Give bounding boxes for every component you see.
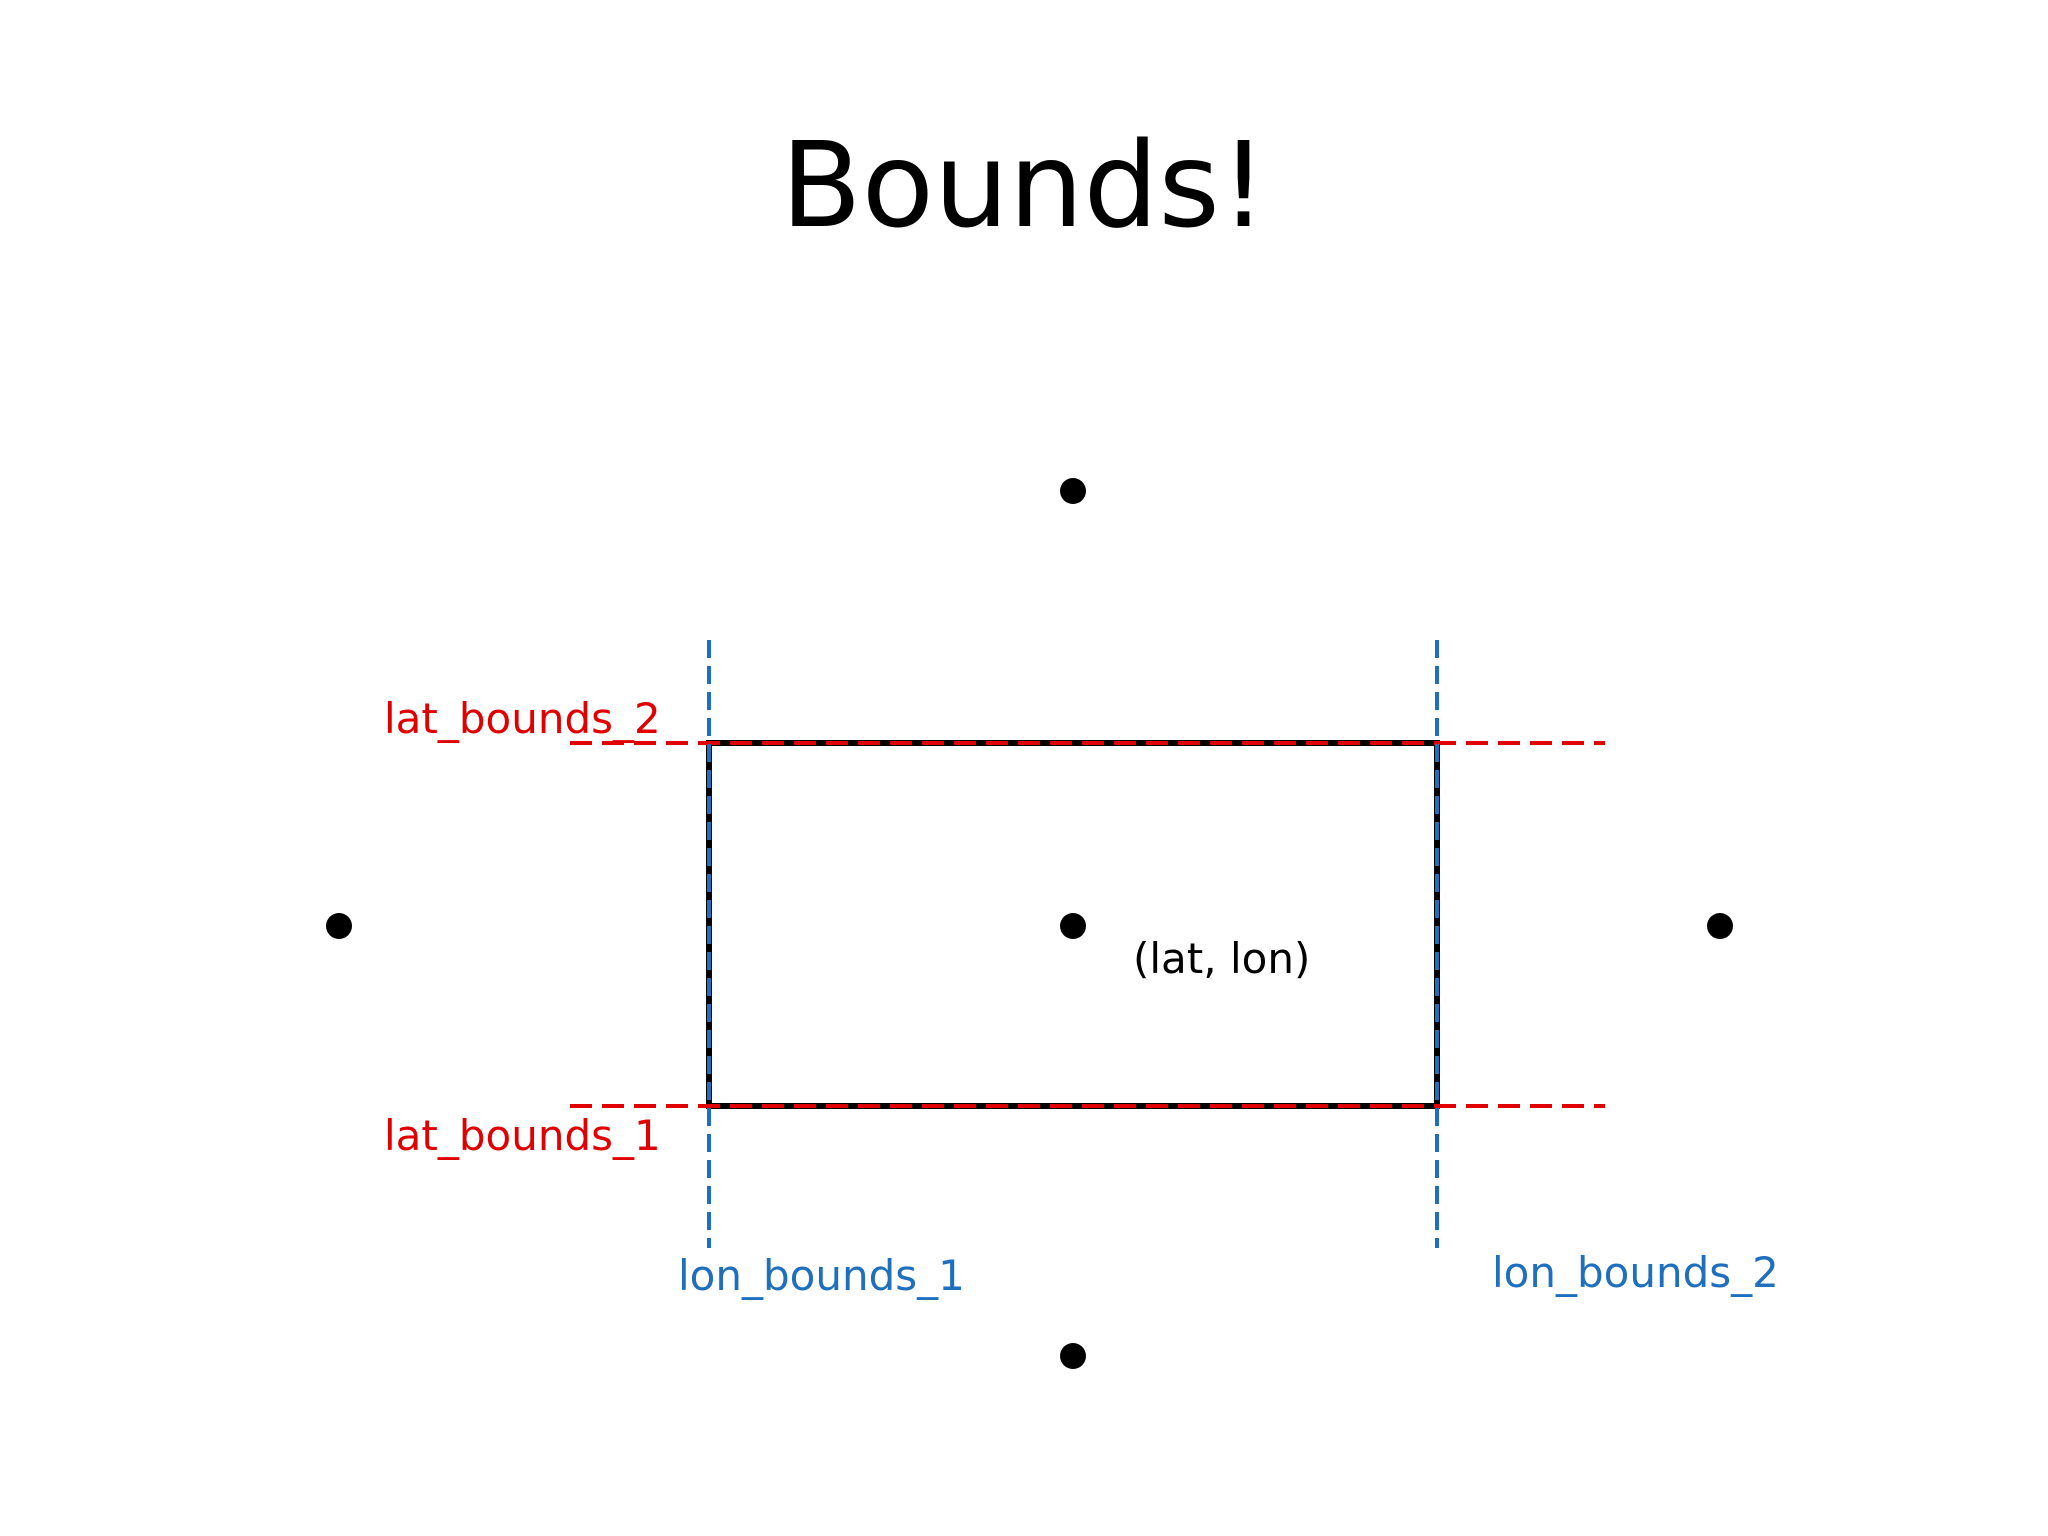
lat-bounds-1-label: lat_bounds_1 [384, 1111, 661, 1160]
lon-bounds-2-label: lon_bounds_2 [1492, 1248, 1779, 1297]
east-neighbor-point [1707, 913, 1733, 939]
south-neighbor-point [1060, 1343, 1086, 1369]
lon-bounds-1-label: lon_bounds_1 [678, 1251, 965, 1300]
center-point [1060, 913, 1086, 939]
west-neighbor-point [326, 913, 352, 939]
north-neighbor-point [1060, 478, 1086, 504]
slide-title: Bounds! [780, 116, 1268, 254]
grid-cell-outline [706, 740, 1440, 1109]
center-point-label: (lat, lon) [1133, 934, 1310, 983]
lat-bounds-2-label: lat_bounds_2 [384, 694, 661, 743]
